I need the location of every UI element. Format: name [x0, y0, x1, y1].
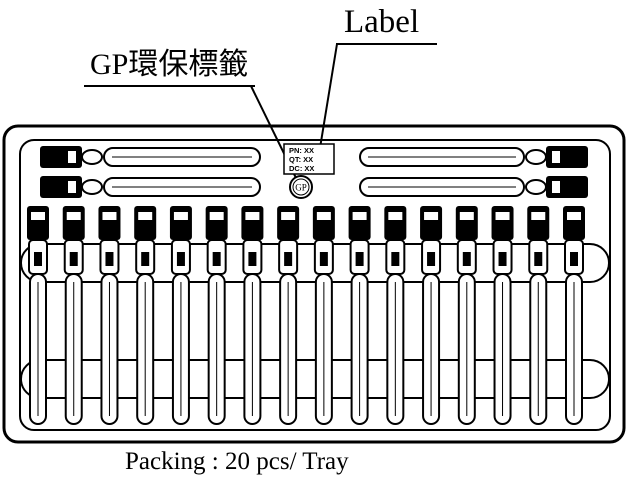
- connector-clip: [534, 252, 543, 266]
- connector-head: [312, 206, 335, 240]
- connector-clip: [498, 252, 507, 266]
- gp-badge-inner-ring: [292, 178, 310, 196]
- vertical-connector-13: [455, 206, 478, 425]
- connector-head: [241, 206, 264, 240]
- connector-head: [491, 206, 514, 240]
- connector-head: [277, 206, 300, 240]
- label-line-dc: DC: XX: [289, 164, 314, 173]
- connector-clip: [319, 252, 328, 266]
- left-horizontal-connectors: [40, 146, 261, 198]
- connector-window: [424, 212, 439, 220]
- connector-head: [134, 206, 157, 240]
- connector-clip: [427, 252, 436, 266]
- connector-window: [66, 212, 81, 220]
- label-sticker-box: [283, 143, 335, 175]
- connector-head: [62, 206, 85, 240]
- tray-inner-frame: [19, 139, 611, 431]
- tray-outer-frame: [2, 124, 626, 444]
- left-horizontal-connector-2: [40, 176, 261, 198]
- vertical-connector-10: [348, 206, 371, 425]
- connector-notch: [552, 181, 560, 193]
- connector-clip: [248, 252, 257, 266]
- connector-latch: [81, 149, 103, 165]
- connector-window: [459, 212, 474, 220]
- connector-latch: [525, 179, 547, 195]
- connector-latch: [525, 149, 547, 165]
- connector-clip: [462, 252, 471, 266]
- connector-clip: [176, 252, 185, 266]
- vertical-connectors: [27, 206, 585, 425]
- label-leader: [319, 43, 338, 149]
- connector-window: [316, 212, 331, 220]
- connector-window: [245, 212, 260, 220]
- connector-window: [531, 212, 546, 220]
- vertical-connector-14: [491, 206, 514, 425]
- connector-notch: [552, 151, 560, 163]
- vertical-connector-2: [62, 206, 85, 425]
- right-horizontal-connector-2: [359, 176, 588, 198]
- packing-caption: Packing : 20 pcs/ Tray: [125, 448, 349, 475]
- upper-bump-right: [589, 243, 610, 283]
- vertical-connector-8: [277, 206, 300, 425]
- connector-clip: [212, 252, 221, 266]
- vertical-connector-16: [563, 206, 585, 425]
- right-horizontal-connector-1: [359, 146, 588, 168]
- connector-head: [563, 206, 585, 240]
- connector-window: [388, 212, 403, 220]
- vertical-connector-15: [527, 206, 550, 425]
- label-line-pn: PN: XX: [289, 146, 314, 155]
- connector-clip: [391, 252, 400, 266]
- connector-window: [281, 212, 296, 220]
- connector-window: [495, 212, 510, 220]
- lower-bump-right: [589, 359, 610, 399]
- vertical-connector-1: [27, 206, 49, 425]
- connector-clip: [284, 252, 293, 266]
- connector-head: [27, 206, 49, 240]
- connector-notch: [68, 151, 76, 163]
- connector-window: [31, 212, 45, 220]
- label-callout: Label: [344, 4, 420, 40]
- vertical-connector-7: [241, 206, 264, 425]
- vertical-connector-9: [312, 206, 335, 425]
- vertical-connector-12: [420, 206, 443, 425]
- connector-head: [420, 206, 443, 240]
- connector-window: [102, 212, 117, 220]
- connector-clip: [69, 252, 78, 266]
- connector-clip: [34, 252, 42, 266]
- connector-window: [567, 212, 581, 220]
- connector-head: [455, 206, 478, 240]
- label-line-qt: QT: XX: [289, 155, 313, 164]
- connector-clip: [570, 252, 578, 266]
- connector-latch: [81, 179, 103, 195]
- connector-clip: [141, 252, 150, 266]
- left-horizontal-connector-1: [40, 146, 261, 168]
- vertical-connector-6: [205, 206, 228, 425]
- connector-clip: [105, 252, 114, 266]
- connector-notch: [68, 181, 76, 193]
- connector-clip: [355, 252, 364, 266]
- gp-tag-callout: GP環保標籤: [90, 48, 249, 81]
- connector-head: [169, 206, 192, 240]
- tray-outline: [2, 124, 626, 444]
- gp-badge-text: GP: [295, 183, 307, 193]
- vertical-connector-4: [134, 206, 157, 425]
- label-sticker: PN: XX QT: XX DC: XX: [283, 143, 335, 175]
- connector-head: [98, 206, 121, 240]
- connector-window: [138, 212, 153, 220]
- vertical-connector-11: [384, 206, 407, 425]
- connector-window: [173, 212, 188, 220]
- gp-badge: GP: [289, 175, 313, 199]
- connector-head: [348, 206, 371, 240]
- right-horizontal-connectors: [359, 146, 588, 198]
- connector-head: [205, 206, 228, 240]
- connector-head: [384, 206, 407, 240]
- connector-window: [209, 212, 224, 220]
- vertical-connector-3: [98, 206, 121, 425]
- connector-head: [527, 206, 550, 240]
- connector-window: [352, 212, 367, 220]
- vertical-connector-5: [169, 206, 192, 425]
